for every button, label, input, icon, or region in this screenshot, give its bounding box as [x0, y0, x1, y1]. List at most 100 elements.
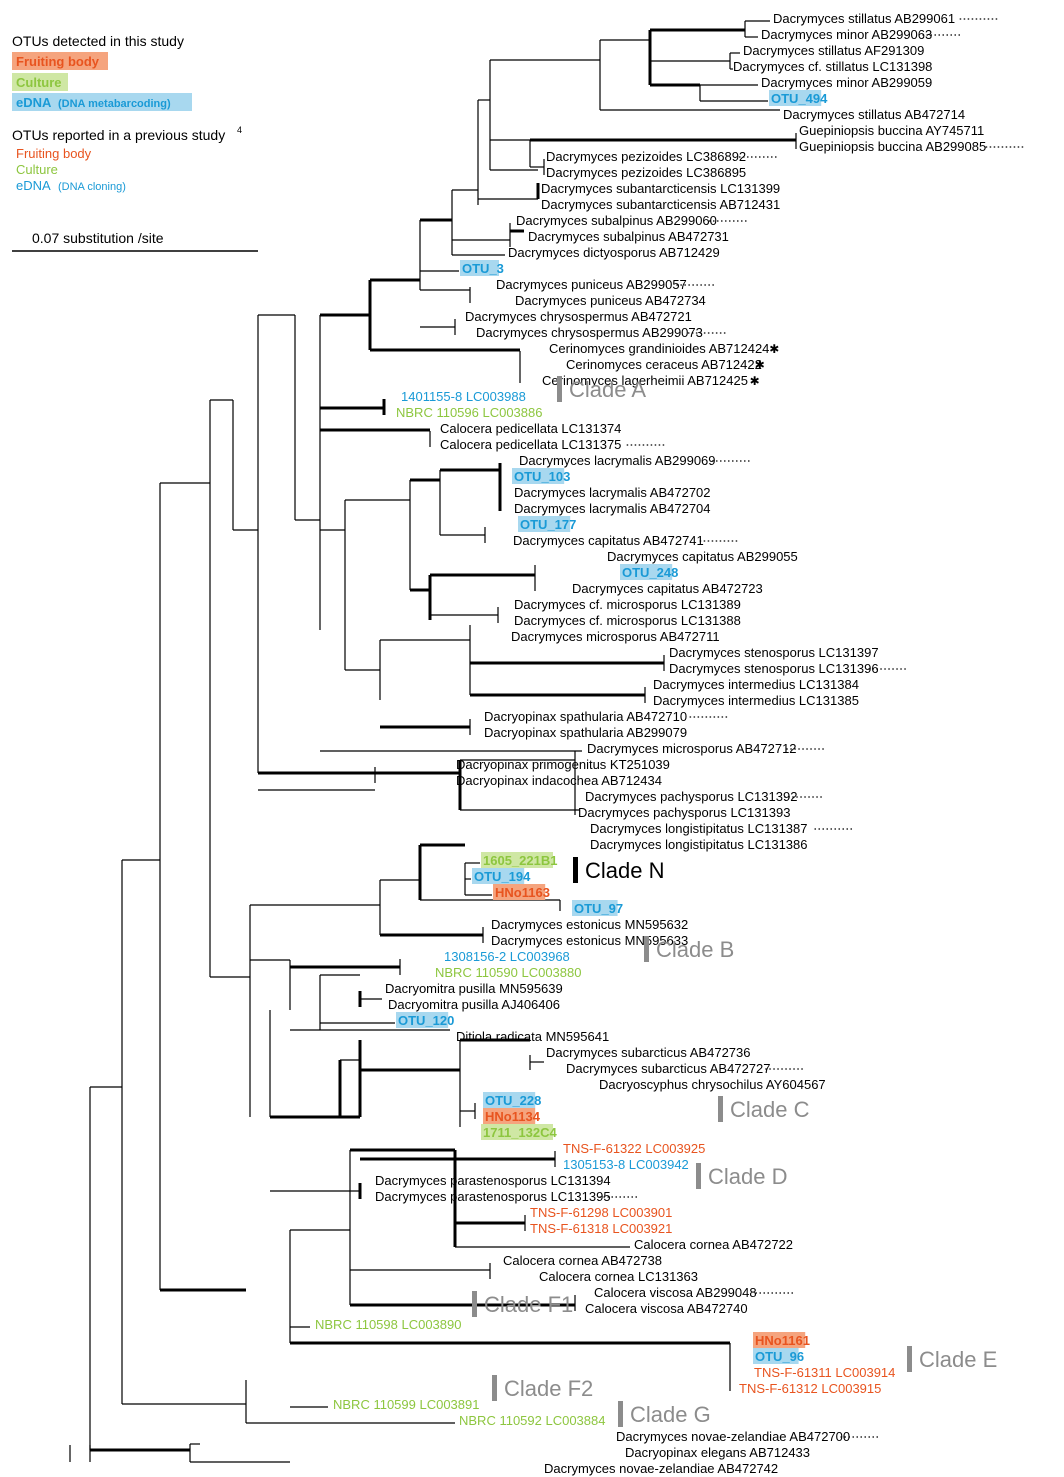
tip-label: Dacrymyces subalpinus AB472731 [528, 229, 729, 244]
tip-label-text: Dacrymyces subalpinus AB472731 [528, 229, 729, 244]
tip-label: OTU_248 [620, 564, 678, 580]
clade-bar [696, 1163, 701, 1189]
tip-label-text: Dacrymyces capitatus AB299055 [607, 549, 798, 564]
tip-labels: Dacrymyces stillatus AB299061Dacrymyces … [315, 11, 1026, 1476]
tip-label-text: Dacrymyces subantarcticensis AB712431 [541, 197, 780, 212]
tip-label: 1605_221B1 [481, 852, 557, 868]
tip-label: Calocera viscosa AB472740 [585, 1301, 748, 1316]
tip-label: Dacrymyces puniceus AB299057 [496, 277, 717, 292]
tip-label: Dacryopinax elegans AB712433 [625, 1445, 810, 1460]
tip-highlight [620, 564, 673, 580]
tip-label: OTU_494 [769, 90, 828, 106]
clade-label: Clade E [919, 1347, 997, 1372]
tip-label: Guepiniopsis buccina AB299085 [799, 139, 1026, 154]
tip-label-text: Dacrymyces cf. stillatus LC131398 [733, 59, 932, 74]
clade-label: Clade D [708, 1164, 787, 1189]
tip-label: Dacrymyces longistipitatus LC131387 [590, 821, 855, 836]
tip-label-text: 1401155-8 LC003988 [401, 389, 526, 404]
tip-label: Dacryomitra pusilla MN595639 [385, 981, 563, 996]
tip-label: Dacrymyces capitatus AB299055 [607, 549, 798, 564]
tip-label: OTU_177 [518, 516, 576, 532]
tip-label-text: Calocera viscosa AB299048 [594, 1285, 757, 1300]
tip-label: OTU_96 [753, 1348, 804, 1364]
tip-label: 1401155-8 LC003988 [401, 389, 526, 404]
tip-label-text: Dacrymyces parastenosporus LC131395 [375, 1189, 611, 1204]
tip-label-text: TNS-F-61298 LC003901 [530, 1205, 672, 1220]
tip-label-text: OTU_494 [771, 91, 828, 106]
tip-label: Dacrymyces novae-zelandiae AB472700 [616, 1429, 881, 1444]
legend-prev-fruiting-body: Fruiting body [16, 146, 92, 161]
clade-bar [618, 1401, 623, 1427]
tip-label-text: 1605_221B1 [483, 853, 557, 868]
tip-label-text: TNS-F-61312 LC003915 [739, 1381, 881, 1396]
tip-label-text: Dacrymyces stillatus AB299061 [773, 11, 955, 26]
clade-marker: Clade D [696, 1163, 787, 1189]
tip-label: Dacrymyces novae-zelandiae AB472742 [544, 1461, 778, 1476]
tip-label-text: Dacrymyces stenosporus LC131397 [669, 645, 879, 660]
tip-label-text: Dacrymyces subarcticus AB472736 [546, 1045, 750, 1060]
tip-label-text: Dacrymyces pezizoides LC386895 [546, 165, 746, 180]
tip-label: Calocera pedicellata LC131375 [440, 437, 667, 452]
tip-label-text: 1711_132C4 [483, 1125, 558, 1140]
tip-label-text: HNo1134 [485, 1109, 541, 1124]
tip-label: Dacryopinax spathularia AB299079 [484, 725, 687, 740]
clade-marker: Clade F2 [492, 1375, 593, 1401]
tip-label-text: Dacrymyces minor AB299063 [761, 27, 932, 42]
tip-label-text: Calocera cornea AB472722 [634, 1237, 793, 1252]
tip-highlight [518, 516, 571, 532]
tip-label-text: Dacrymyces longistipitatus LC131387 [590, 821, 808, 836]
tip-label-text: Dacrymyces microsporus AB472712 [587, 741, 797, 756]
tip-label: OTU_97 [572, 900, 623, 916]
tip-highlight [472, 868, 525, 884]
tip-label-text: OTU_120 [398, 1013, 454, 1028]
tip-label: Dacryomitra pusilla AJ406406 [388, 997, 560, 1012]
legend-culture: Culture [16, 75, 62, 90]
tip-label-text: HNo1161 [755, 1333, 810, 1348]
tip-label: NBRC 110598 LC003890 [315, 1317, 461, 1332]
clade-bar [907, 1346, 912, 1372]
tip-label-text: Calocera cornea LC131363 [539, 1269, 698, 1284]
tip-label: Dacrymyces stillatus AB472714 [783, 107, 965, 122]
legend: OTUs detected in this study Fruiting bod… [12, 33, 258, 252]
tip-highlight [460, 260, 499, 276]
tip-label: Dacrymyces pachysporus LC131393 [578, 805, 790, 820]
tip-label-text: Dacryopinax primogenitus KT251039 [456, 757, 670, 772]
tip-label: Dacrymyces stillatus AF291309 [743, 43, 924, 58]
tip-label: Dacryoscyphus chrysochilus AY604567 [599, 1077, 826, 1092]
tip-label-text: Dacrymyces cf. microsporus LC131389 [514, 597, 741, 612]
tip-highlight [753, 1348, 799, 1364]
legend-prev-edna-note: (DNA cloning) [58, 181, 126, 193]
legend-fruiting-highlight [12, 52, 108, 70]
tip-label-text: Dacrymyces chrysospermus AB299073 [476, 325, 703, 340]
tip-label: Dacrymyces stillatus AB299061 [773, 11, 1000, 26]
tip-label: 1305153-8 LC003942 [563, 1157, 689, 1172]
legend-prev-culture: Culture [16, 162, 58, 177]
tip-label-text: TNS-F-61322 LC003925 [563, 1141, 705, 1156]
tip-highlight [396, 1012, 449, 1028]
tip-highlight [753, 1332, 806, 1348]
clade-label: Clade F2 [504, 1376, 593, 1401]
tip-label: Dacrymyces lacrymalis AB472704 [514, 501, 711, 516]
clade-bar [472, 1291, 477, 1317]
legend-detected-title: OTUs detected in this study [12, 33, 184, 49]
tip-label: Calocera cornea AB472738 [503, 1253, 662, 1268]
legend-previous-superscript: 4 [237, 125, 242, 135]
tip-label-text: Dacrymyces pachysporus LC131392 [585, 789, 797, 804]
tip-label: Dacrymyces pezizoides LC386892 [546, 149, 779, 164]
tip-label: HNo1161 [753, 1332, 810, 1348]
clade-bar [492, 1375, 497, 1401]
tip-label-text: TNS-F-61318 LC003921 [530, 1221, 672, 1236]
tip-label: Dacryopinax spathularia AB472710 [484, 709, 730, 724]
tip-highlight [481, 852, 553, 868]
tip-label: OTU_3 [460, 260, 504, 276]
tip-highlight [493, 884, 546, 900]
tip-label-text: OTU_248 [622, 565, 678, 580]
tip-label: Dacrymyces longistipitatus LC131386 [590, 837, 808, 852]
tip-label-text: Dacryopinax spathularia AB299079 [484, 725, 687, 740]
tip-label-text: OTU_96 [755, 1349, 804, 1364]
tip-label: Calocera cornea AB472722 [634, 1237, 793, 1252]
legend-edna: eDNA [16, 95, 52, 110]
tip-label: OTU_228 [483, 1092, 541, 1108]
tip-label: NBRC 110592 LC003884 [459, 1413, 605, 1428]
tip-label-text: Dacrymyces intermedius LC131384 [653, 677, 859, 692]
